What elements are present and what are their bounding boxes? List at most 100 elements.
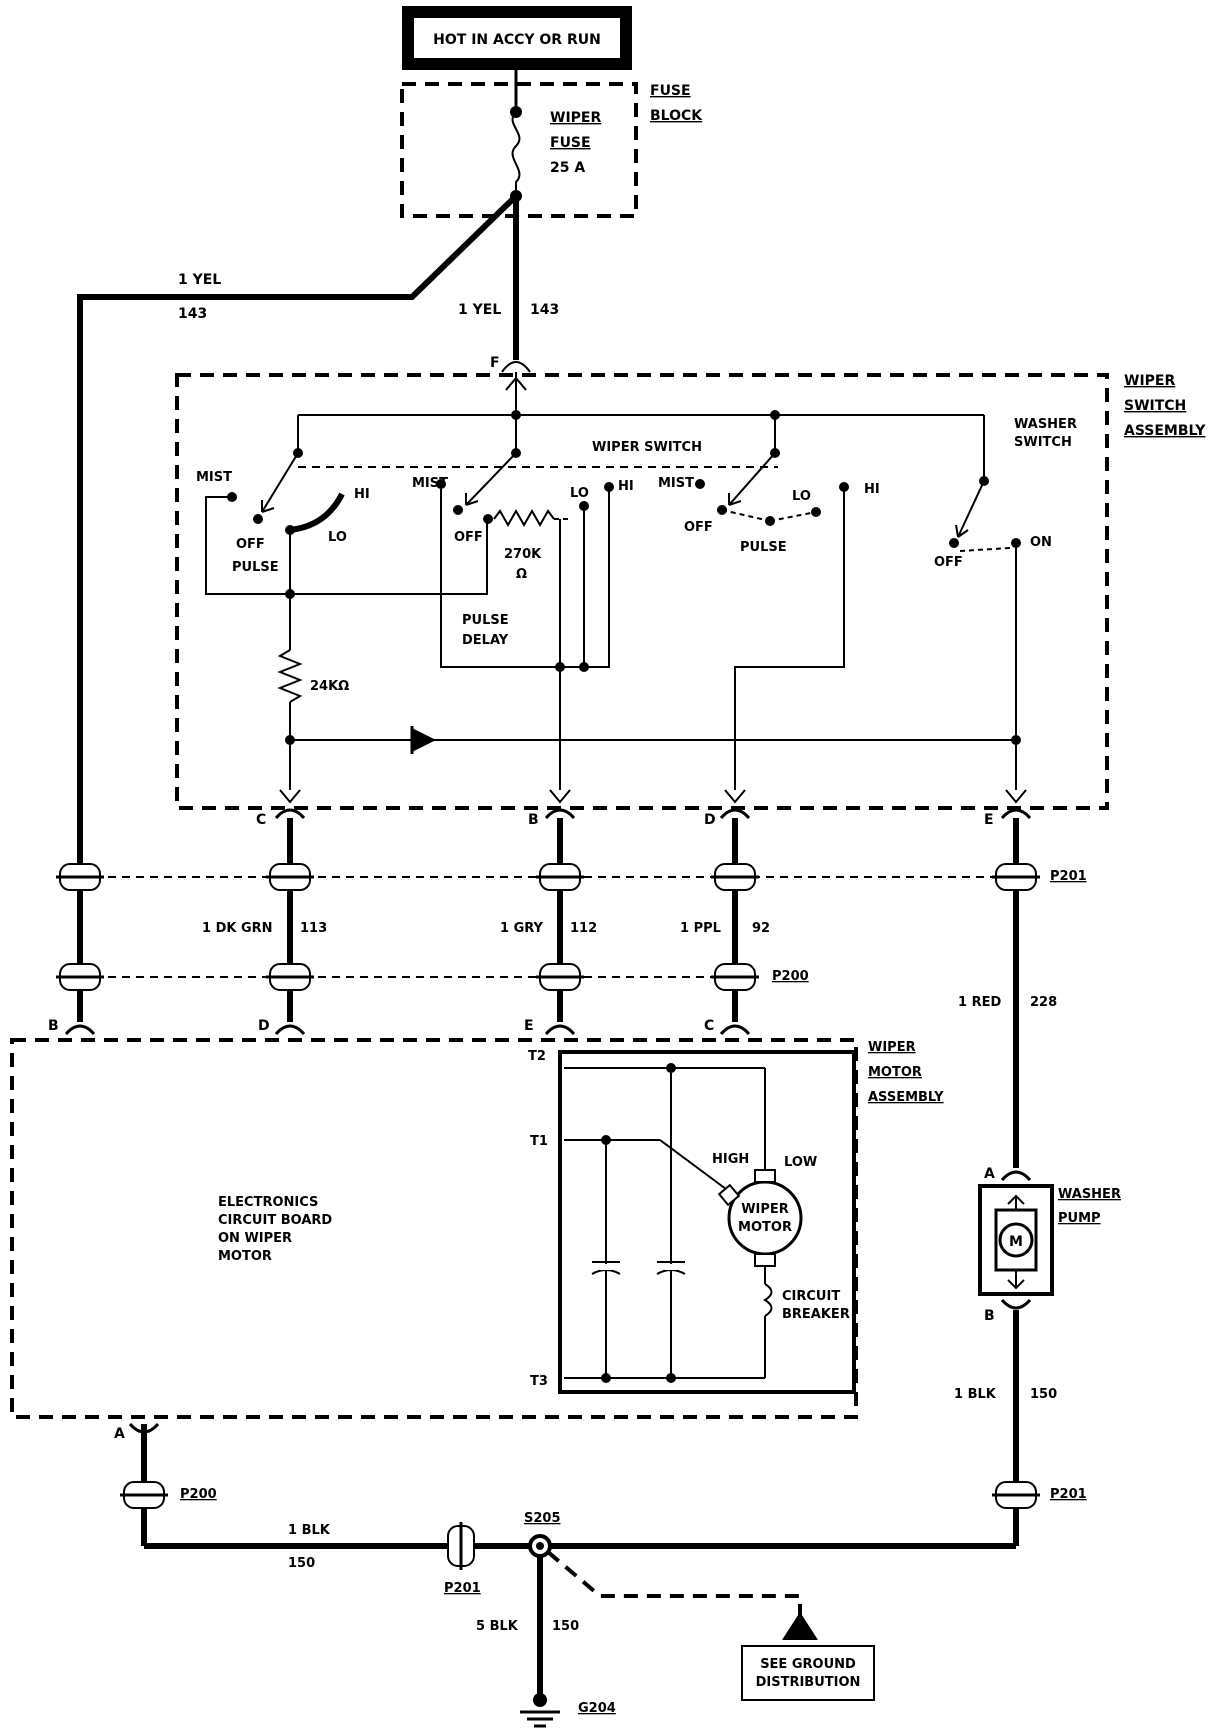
svg-text:1 PPL: 1 PPL xyxy=(680,921,721,936)
svg-text:FUSE: FUSE xyxy=(650,83,691,99)
svg-text:HIGH: HIGH xyxy=(712,1152,749,1167)
svg-text:LO: LO xyxy=(570,486,589,501)
ground-distribution-box: SEE GROUND DISTRIBUTION xyxy=(741,1645,875,1701)
svg-text:M: M xyxy=(1009,1234,1023,1250)
svg-text:150: 150 xyxy=(552,1619,579,1634)
power-label: HOT IN ACCY OR RUN xyxy=(433,32,601,48)
motor-input-connectors: B D E C xyxy=(48,1018,751,1036)
svg-text:1 YEL: 1 YEL xyxy=(458,302,501,318)
svg-text:ASSEMBLY: ASSEMBLY xyxy=(1124,423,1206,439)
svg-text:WASHER: WASHER xyxy=(1014,417,1077,432)
svg-text:B: B xyxy=(528,812,539,828)
wiper-motor-assembly: WIPER MOTOR ASSEMBLY ELECTRONICS CIRCUIT… xyxy=(10,1038,944,1442)
svg-text:PULSE: PULSE xyxy=(462,613,509,628)
switch-output-connectors: C B D E xyxy=(256,808,1032,828)
connector-p200-mid: P200 xyxy=(56,963,809,991)
wiper-switch-assembly: WIPER SWITCH ASSEMBLY F MIST OFF PULSE L… xyxy=(175,355,1206,810)
svg-text:SEE GROUND: SEE GROUND xyxy=(760,1657,856,1672)
svg-text:FUSE: FUSE xyxy=(550,135,591,151)
svg-text:DISTRIBUTION: DISTRIBUTION xyxy=(756,1675,861,1690)
svg-text:OFF: OFF xyxy=(684,520,713,535)
svg-text:112: 112 xyxy=(570,921,597,936)
diode-icon xyxy=(410,726,436,754)
svg-text:P201: P201 xyxy=(1050,869,1087,884)
svg-text:BLOCK: BLOCK xyxy=(650,108,703,124)
svg-text:WASHER: WASHER xyxy=(1058,1187,1121,1202)
connector-p201-top: P201 xyxy=(56,863,1087,891)
svg-text:143: 143 xyxy=(530,302,559,318)
svg-text:PULSE: PULSE xyxy=(232,560,279,575)
pin-e-arrow xyxy=(1005,789,1027,804)
motor-inner-box xyxy=(558,1050,856,1394)
svg-text:OFF: OFF xyxy=(236,537,265,552)
svg-text:B: B xyxy=(48,1018,59,1034)
svg-text:ASSEMBLY: ASSEMBLY xyxy=(868,1090,944,1105)
svg-text:P200: P200 xyxy=(772,969,809,984)
svg-text:MIST: MIST xyxy=(658,476,694,491)
svg-text:CIRCUIT: CIRCUIT xyxy=(782,1289,840,1304)
svg-text:HI: HI xyxy=(618,479,634,494)
svg-text:SWITCH: SWITCH xyxy=(1014,435,1072,450)
svg-text:SWITCH: SWITCH xyxy=(1124,398,1186,414)
deck1-lo-hi-arc xyxy=(289,492,345,533)
svg-text:F: F xyxy=(490,355,500,371)
deck3-blade xyxy=(728,452,776,506)
svg-text:MIST: MIST xyxy=(196,470,232,485)
svg-text:PUMP: PUMP xyxy=(1058,1211,1101,1226)
svg-text:T1: T1 xyxy=(530,1134,548,1149)
svg-text:270K: 270K xyxy=(504,547,542,562)
pin-b-arrow xyxy=(549,789,571,804)
splice-s205: S205 xyxy=(524,1511,561,1558)
svg-text:ON WIPER: ON WIPER xyxy=(218,1231,292,1246)
svg-text:1 YEL: 1 YEL xyxy=(178,272,221,288)
svg-text:WIPER: WIPER xyxy=(1124,373,1175,389)
svg-text:DELAY: DELAY xyxy=(462,633,509,648)
svg-text:C: C xyxy=(704,1018,714,1034)
svg-text:MIST: MIST xyxy=(412,476,448,491)
svg-text:D: D xyxy=(704,812,716,828)
svg-text:92: 92 xyxy=(752,921,770,936)
resistor-24k-icon xyxy=(277,649,303,703)
svg-text:ELECTRONICS: ELECTRONICS xyxy=(218,1195,318,1210)
resistor-270k-icon xyxy=(493,508,555,528)
svg-text:T3: T3 xyxy=(530,1374,548,1389)
connector-p200-bottom: P200 xyxy=(120,1481,217,1509)
fuse-icon xyxy=(511,111,521,196)
svg-text:MOTOR: MOTOR xyxy=(868,1065,922,1080)
circuit-breaker-icon xyxy=(763,1283,773,1317)
svg-text:OFF: OFF xyxy=(454,530,483,545)
svg-text:OFF: OFF xyxy=(934,555,963,570)
svg-text:T2: T2 xyxy=(528,1049,546,1064)
svg-text:BREAKER: BREAKER xyxy=(782,1307,850,1322)
svg-text:D: D xyxy=(258,1018,270,1034)
svg-text:MOTOR: MOTOR xyxy=(738,1220,792,1235)
svg-text:C: C xyxy=(256,812,266,828)
svg-text:25 A: 25 A xyxy=(550,160,585,176)
svg-text:E: E xyxy=(524,1018,534,1034)
svg-text:CIRCUIT BOARD: CIRCUIT BOARD xyxy=(218,1213,332,1228)
svg-text:Ω: Ω xyxy=(516,567,527,582)
svg-text:1 DK GRN: 1 DK GRN xyxy=(202,921,273,936)
svg-text:B: B xyxy=(984,1308,995,1324)
svg-text:HI: HI xyxy=(864,482,880,497)
svg-text:A: A xyxy=(114,1426,125,1442)
washer-switch-blade xyxy=(957,480,985,538)
svg-text:150: 150 xyxy=(288,1556,315,1571)
svg-text:1 RED: 1 RED xyxy=(958,995,1001,1010)
pump-motor-icon: M xyxy=(994,1194,1038,1290)
svg-text:24KΩ: 24KΩ xyxy=(310,679,349,694)
pin-d-arrow xyxy=(724,789,746,804)
svg-text:MOTOR: MOTOR xyxy=(218,1249,272,1264)
deck1-blade xyxy=(261,452,299,513)
pin-c-arrow xyxy=(279,789,301,804)
svg-text:5 BLK: 5 BLK xyxy=(476,1619,519,1634)
wire-143-left xyxy=(77,193,519,1022)
svg-text:E: E xyxy=(984,812,994,828)
svg-text:1 BLK: 1 BLK xyxy=(288,1523,331,1538)
svg-text:150: 150 xyxy=(1030,1387,1057,1402)
svg-text:P201: P201 xyxy=(444,1581,481,1596)
svg-text:113: 113 xyxy=(300,921,327,936)
ground-distribution-link xyxy=(546,1550,802,1620)
svg-text:ON: ON xyxy=(1030,535,1052,550)
